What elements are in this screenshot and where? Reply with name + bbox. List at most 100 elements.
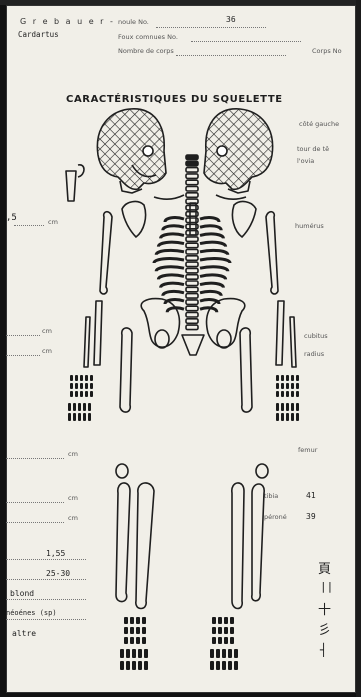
toe-bone-right [228, 661, 232, 670]
hand-bone-left [90, 391, 93, 397]
rib [200, 234, 223, 238]
foot-bone-right [230, 637, 234, 644]
hand-bone-right [286, 375, 289, 381]
foot-bone-right [218, 617, 222, 624]
foot-bone-left [130, 627, 134, 634]
patella-right [256, 464, 268, 478]
finger-bone-right [291, 403, 294, 411]
rib [158, 242, 184, 246]
tibia-left [136, 483, 154, 609]
skeleton-diagram [6, 5, 356, 693]
hand-bone-left [80, 375, 83, 381]
hand-bone-left [80, 383, 83, 389]
hand-bone-right [291, 375, 294, 381]
vertebra [186, 281, 198, 286]
radius-left [94, 301, 102, 365]
hand-bone-left [90, 383, 93, 389]
hand-bone-right [286, 383, 289, 389]
finger-bone-left [78, 403, 81, 411]
vertebra [186, 294, 198, 299]
finger-bone-left [68, 403, 71, 411]
hand-bone-right [281, 391, 284, 397]
vertebra [186, 256, 198, 260]
toe-bone-left [120, 649, 124, 658]
toe-bone-left [132, 649, 136, 658]
vertebra [186, 161, 198, 166]
scapula-right [232, 202, 256, 237]
finger-bone-right [281, 403, 284, 411]
rib [200, 259, 230, 263]
hand-bone-right [276, 383, 279, 389]
foot-bone-right [230, 627, 234, 634]
hand-bone-right [286, 391, 289, 397]
toe-bone-right [234, 661, 238, 670]
vertebra [186, 187, 198, 192]
finger-bone-right [296, 413, 299, 421]
toe-bone-left [126, 649, 130, 658]
foot-bone-left [130, 617, 134, 624]
foot-bone-left [130, 637, 134, 644]
proximal-bone-left [66, 171, 76, 201]
hand-bone-left [75, 375, 78, 381]
tibia-right [232, 483, 244, 609]
hand-bone-left [80, 391, 83, 397]
skull-right [204, 109, 273, 193]
finger-bone-left [83, 403, 86, 411]
toe-bone-right [234, 649, 238, 658]
finger-bone-right [276, 413, 279, 421]
hand-bone-right [281, 383, 284, 389]
rib [161, 283, 184, 287]
ulna-right [290, 317, 296, 367]
hand-bone-left [70, 375, 73, 381]
rib [200, 218, 219, 222]
foot-bone-right [224, 637, 228, 644]
rib [163, 226, 184, 230]
humerus-left [100, 212, 112, 294]
toe-bone-left [126, 661, 130, 670]
sacrum [182, 335, 204, 355]
foot-bone-right [218, 637, 222, 644]
foot-bone-right [212, 637, 216, 644]
toe-bone-right [216, 649, 220, 658]
obturator-left [155, 330, 169, 348]
hand-bone-right [291, 391, 294, 397]
foot-bone-right [224, 617, 228, 624]
finger-bone-left [88, 413, 91, 421]
toe-bone-right [222, 661, 226, 670]
vertebra [186, 300, 198, 305]
vertebra [186, 174, 198, 179]
toe-bone-right [228, 649, 232, 658]
foot-bone-right [212, 627, 216, 634]
vertebra [186, 193, 198, 198]
rib [200, 226, 221, 230]
vertebra [186, 306, 198, 311]
toe-bone-left [138, 661, 142, 670]
foot-bone-right [230, 617, 234, 624]
hand-bone-right [296, 391, 299, 397]
inner-long-bone-left [120, 328, 132, 412]
hand-bone-left [85, 391, 88, 397]
foot-bone-right [218, 627, 222, 634]
vertebra [186, 180, 198, 185]
vertebra [186, 243, 198, 248]
vertebral-column [186, 155, 198, 330]
foot-bone-left [142, 617, 146, 624]
hand-bone-left [75, 383, 78, 389]
foot-bone-left [124, 627, 128, 634]
vertebra [186, 275, 198, 280]
toe-bone-right [210, 649, 214, 658]
hand-bone-right [276, 375, 279, 381]
rib [200, 275, 226, 279]
vertebra [186, 237, 198, 242]
toe-bone-left [120, 661, 124, 670]
foot-bone-right [224, 627, 228, 634]
vertebra [186, 313, 198, 318]
finger-bone-right [286, 413, 289, 421]
finger-bone-left [88, 403, 91, 411]
femur-right [252, 484, 264, 601]
obturator-right [217, 330, 231, 348]
rib [200, 242, 226, 246]
ulna-left [84, 317, 90, 367]
rib [161, 234, 184, 238]
rib [158, 275, 184, 279]
